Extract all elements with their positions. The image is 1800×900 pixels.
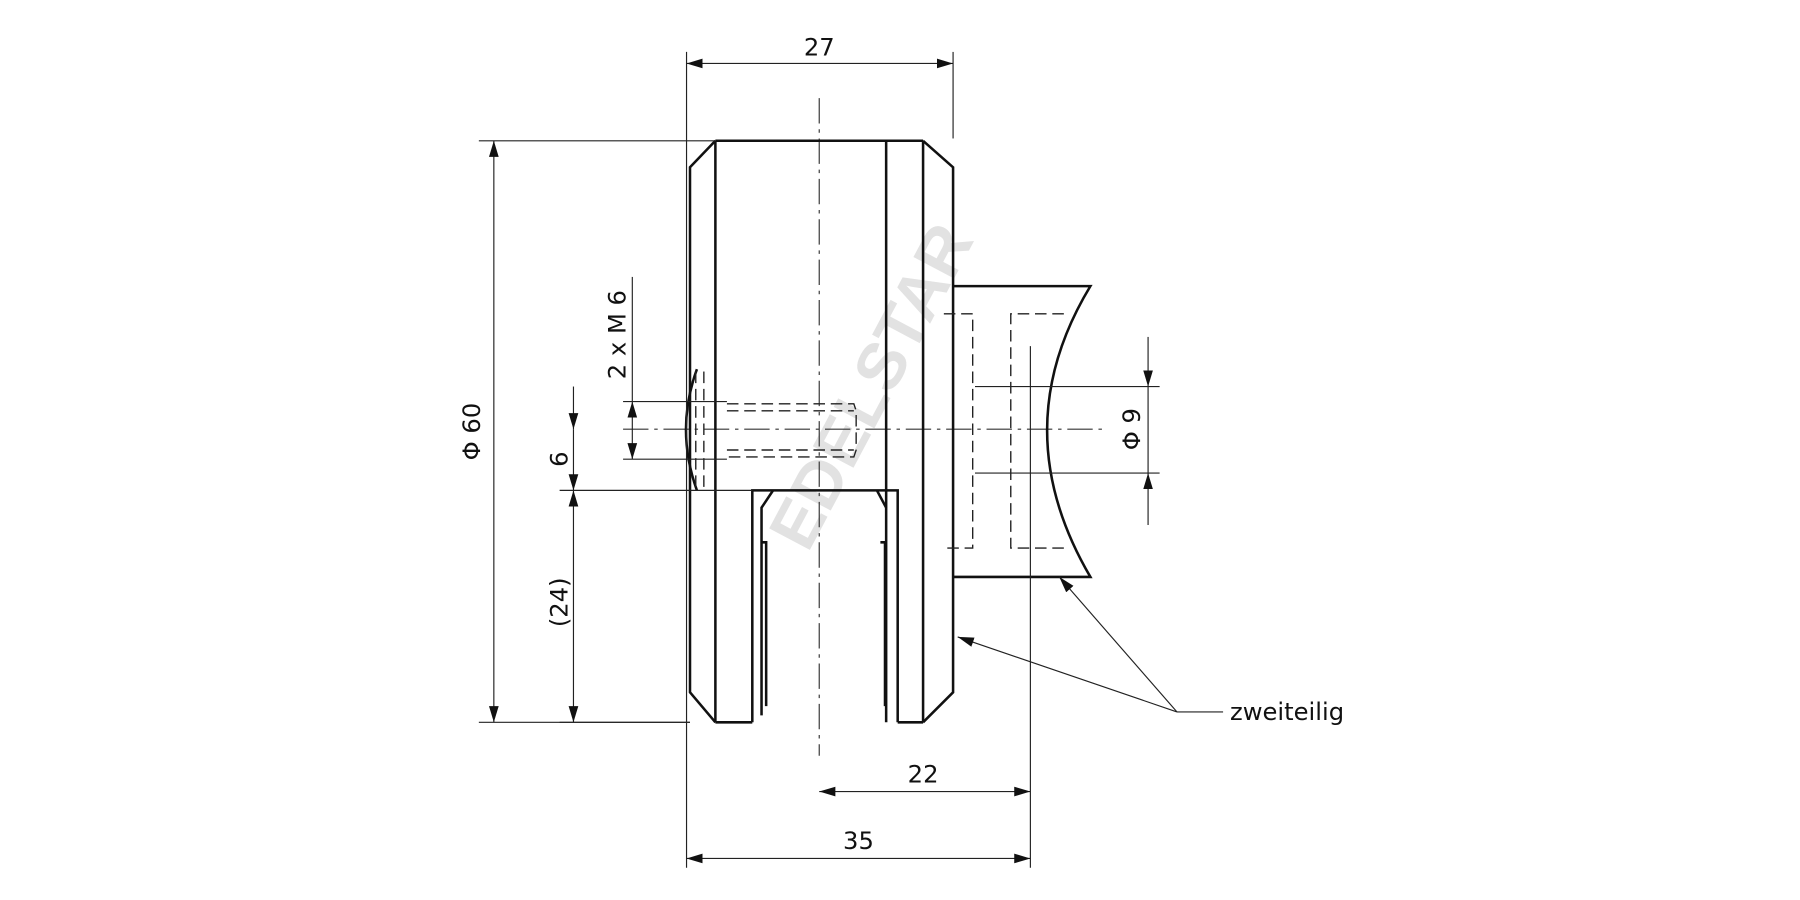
dimension-6: 6: [546, 386, 753, 491]
clamp-body: [684, 139, 955, 724]
svg-text:Φ 9: Φ 9: [1118, 408, 1146, 450]
svg-text:35: 35: [843, 827, 874, 855]
pipe-pad: [943, 284, 1160, 579]
svg-text:6: 6: [546, 452, 574, 467]
threaded-hole: [623, 371, 857, 491]
svg-text:Φ 60: Φ 60: [458, 403, 486, 461]
svg-text:2 x M 6: 2 x M 6: [603, 290, 631, 379]
dimension-diameter-60: Φ 60: [458, 140, 716, 723]
dimension-24: (24): [546, 490, 690, 723]
svg-text:27: 27: [804, 33, 835, 61]
note-two-part: zweiteilig: [957, 576, 1344, 726]
dimension-35: 35: [686, 827, 1031, 864]
svg-text:zweiteilig: zweiteilig: [1230, 698, 1344, 726]
svg-text:22: 22: [908, 760, 939, 788]
dimension-27: 27: [685, 33, 954, 868]
dimension-thread: 2 x M 6: [603, 276, 638, 460]
dimension-diameter-9: Φ 9: [1118, 336, 1153, 525]
dimension-22: 22: [819, 346, 1031, 868]
svg-text:(24): (24): [546, 577, 574, 627]
